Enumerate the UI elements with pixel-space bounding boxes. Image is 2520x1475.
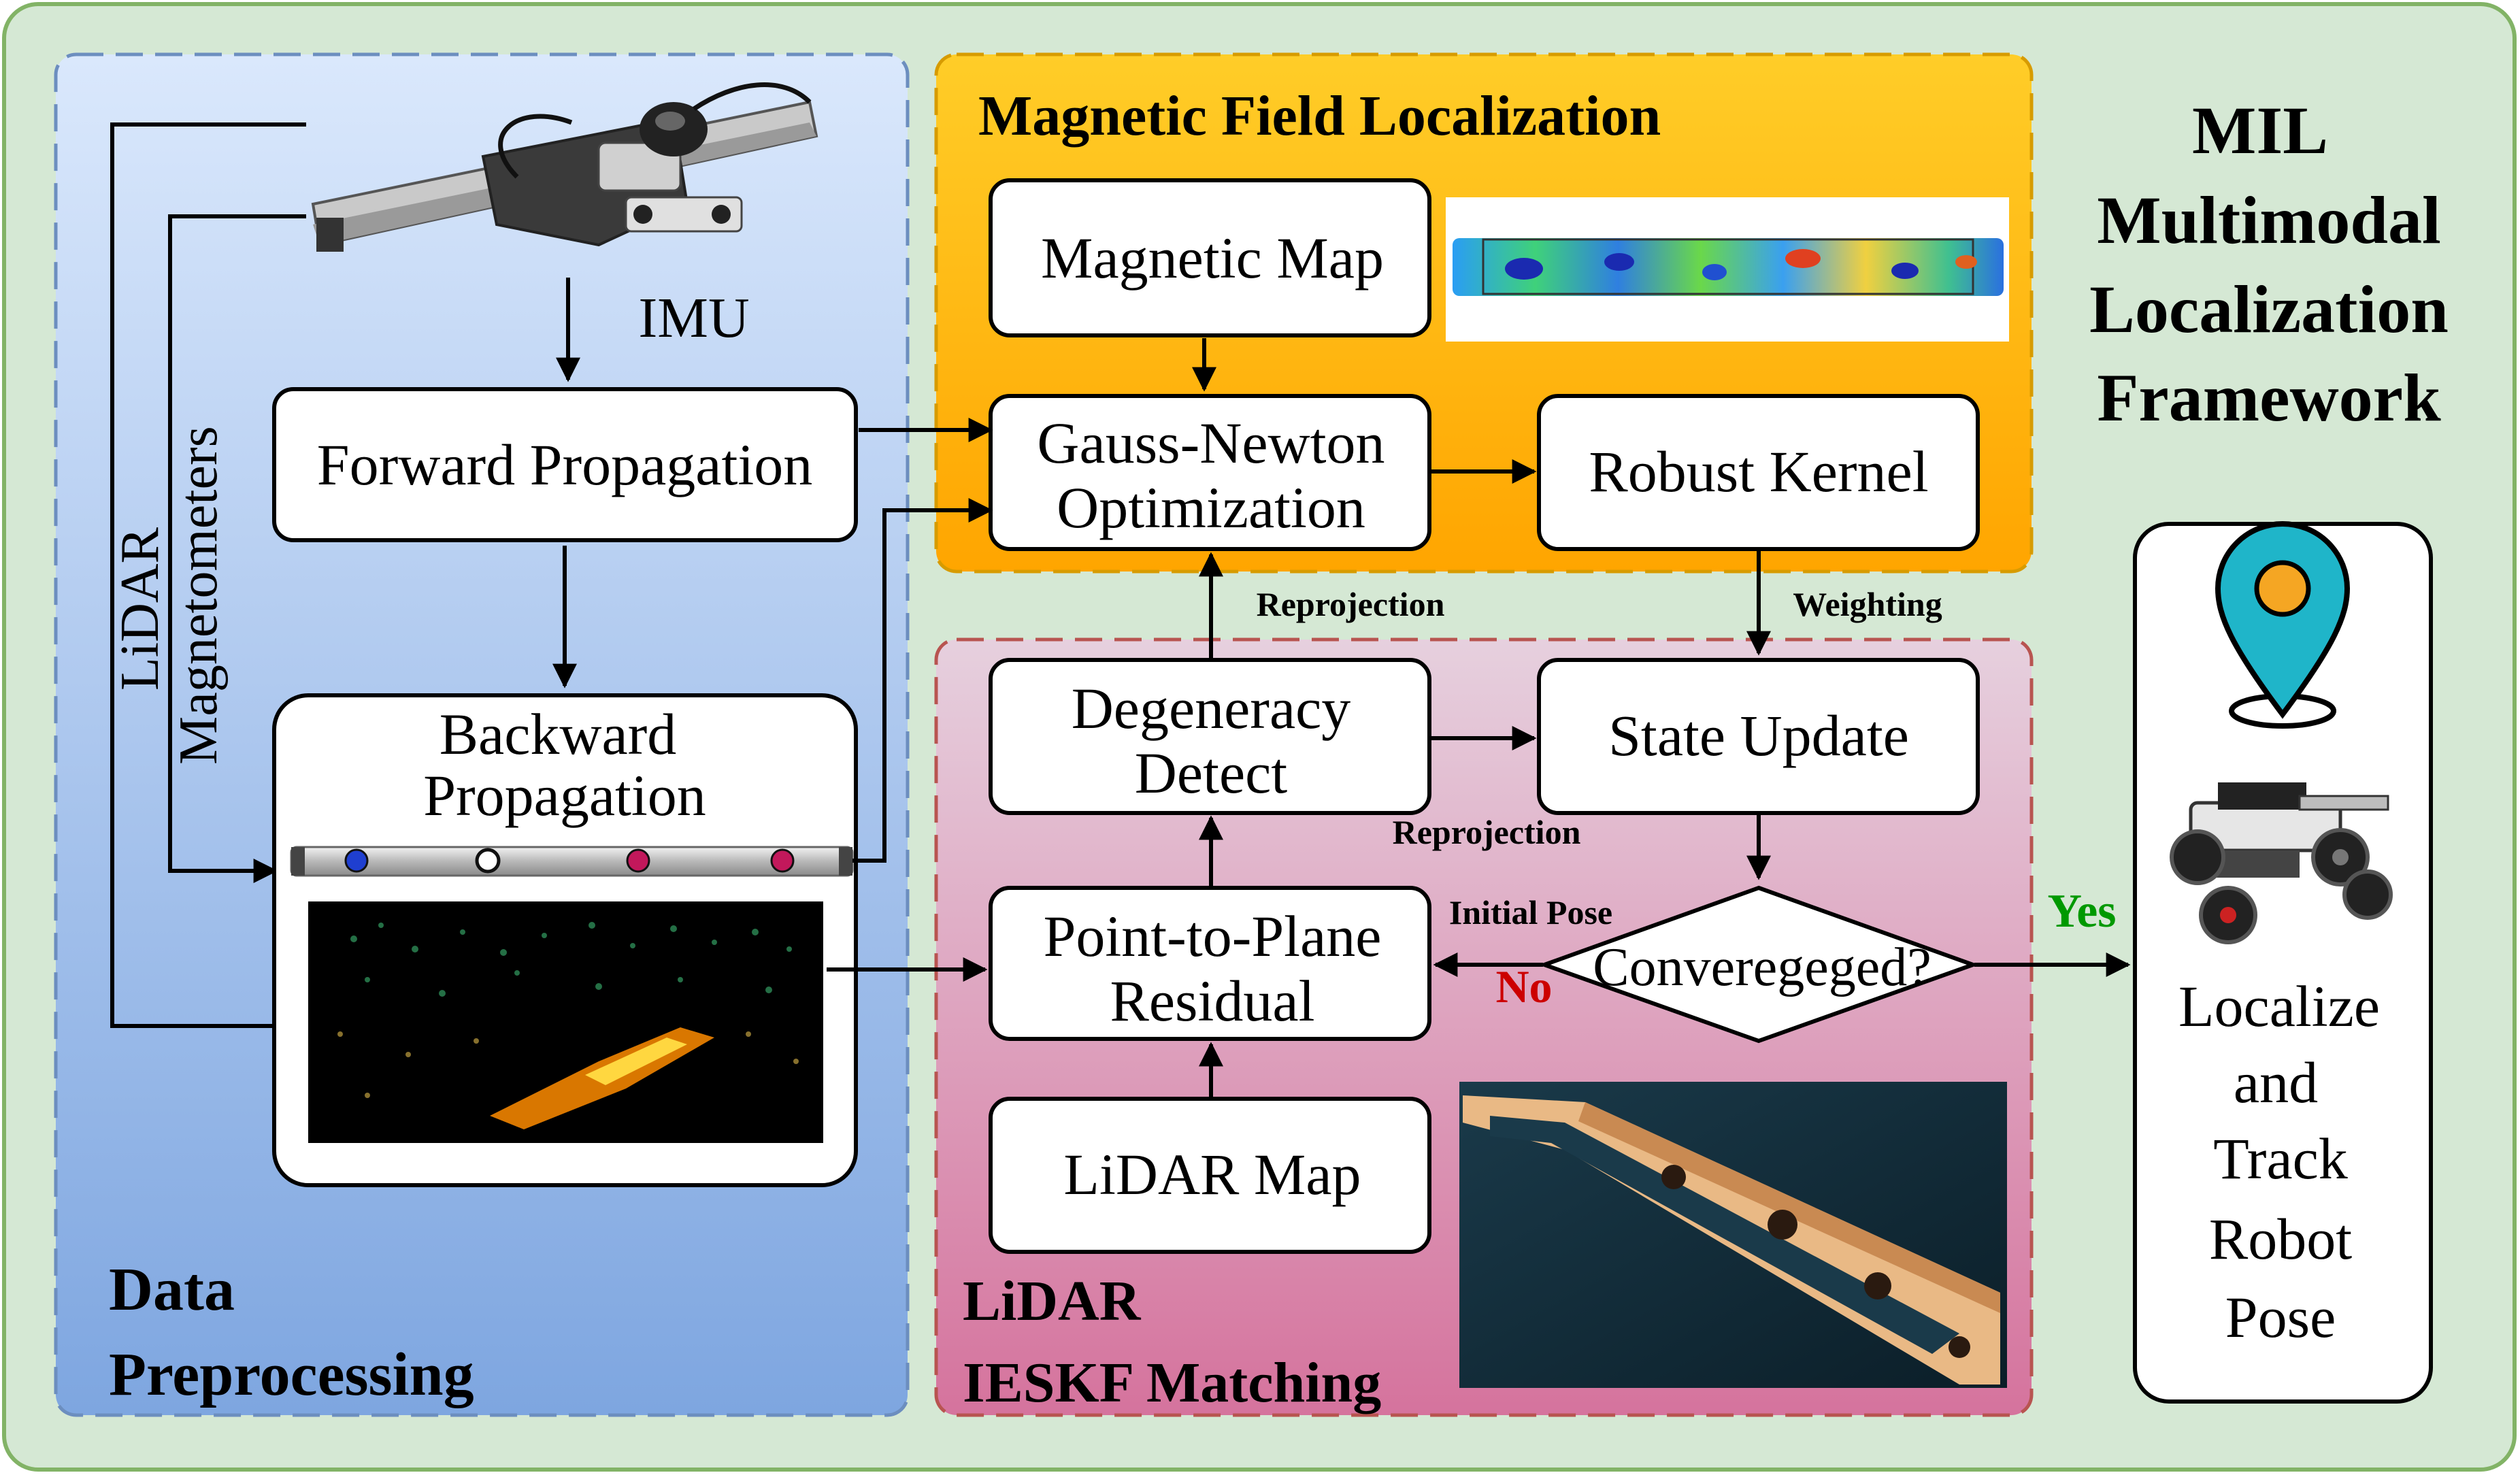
- reprojection-right-label: Reprojection: [1393, 813, 1581, 851]
- lidar-matching-title-line-1: LiDAR: [963, 1270, 1142, 1333]
- robust-kernel-label: Robust Kernel: [1589, 439, 1928, 504]
- lidar-matching-title-line-2: IESKF Matching: [963, 1351, 1381, 1414]
- robot-image: [2170, 782, 2393, 944]
- framework-title-line-1: MIL: [2192, 93, 2328, 168]
- forward-propagation-box: Forward Propagation: [272, 387, 858, 542]
- no-label: No: [1495, 961, 1552, 1012]
- magnetic-heatmap-image: [1446, 197, 2009, 342]
- point-cloud-image: [308, 901, 823, 1143]
- magnetic-map-box: Magnetic Map: [989, 178, 1431, 337]
- yes-label: Yes: [2047, 885, 2116, 938]
- lidar-label: LiDAR: [110, 527, 170, 691]
- framework-title-line-3: Localization: [2089, 271, 2449, 347]
- magnetometer-bar-icon: [290, 846, 854, 877]
- magnetometers-label: Magnetometers: [169, 426, 229, 765]
- magnetometer-to-gauss-arrow: [852, 498, 993, 863]
- initial-pose-label: Initial Pose: [1449, 893, 1612, 931]
- magnetic-localization-title: Magnetic Field Localization: [978, 84, 1661, 148]
- output-line-1: Localize: [2178, 974, 2380, 1039]
- magnetometer-feed-line: [168, 214, 306, 883]
- gauss-newton-line-1: Gauss-Newton: [1037, 410, 1385, 476]
- point-to-plane-box: Point-to-Plane Residual: [989, 886, 1431, 1041]
- output-line-4: Robot: [2209, 1206, 2352, 1272]
- point-to-plane-line-1: Point-to-Plane: [1044, 904, 1382, 969]
- sensor-device-image: [311, 82, 818, 252]
- converged-decision: Converegeged?: [1538, 885, 1979, 1044]
- degeneracy-line-1: Degeneracy: [1072, 676, 1351, 741]
- backward-propagation-line-1: Backward: [440, 701, 677, 767]
- output-line-5: Pose: [2225, 1285, 2336, 1350]
- location-pin-icon: [2215, 521, 2351, 729]
- lidar-map-3d-image: [1459, 1082, 2007, 1388]
- data-preprocessing-title-line-1: Data: [109, 1256, 235, 1323]
- reprojection-up-label: Reprojection: [1257, 585, 1445, 623]
- point-to-plane-line-2: Residual: [1110, 968, 1315, 1033]
- state-update-box: State Update: [1537, 658, 1980, 815]
- lidar-map-box: LiDAR Map: [989, 1097, 1431, 1254]
- gauss-newton-line-2: Optimization: [1057, 475, 1365, 540]
- lidar-feed-line: [110, 122, 306, 1038]
- magnetic-map-label: Magnetic Map: [1041, 225, 1384, 291]
- converged-label: Converegeged?: [1593, 938, 1932, 997]
- degeneracy-detect-box: Degeneracy Detect: [989, 658, 1431, 815]
- framework-title-line-4: Framework: [2097, 360, 2441, 435]
- gauss-newton-box: Gauss-Newton Optimization: [989, 394, 1431, 551]
- forward-propagation-label: Forward Propagation: [317, 432, 812, 497]
- robust-kernel-box: Robust Kernel: [1537, 394, 1980, 551]
- output-line-2: and: [2234, 1050, 2318, 1115]
- data-preprocessing-title-line-2: Preprocessing: [109, 1341, 474, 1408]
- weighting-label: Weighting: [1793, 585, 1942, 623]
- state-update-label: State Update: [1608, 703, 1909, 768]
- degeneracy-line-2: Detect: [1135, 740, 1288, 806]
- framework-title-line-2: Multimodal: [2097, 182, 2441, 258]
- imu-label: IMU: [638, 286, 749, 350]
- backward-propagation-line-2: Propagation: [423, 763, 706, 828]
- lidar-map-label: LiDAR Map: [1063, 1142, 1361, 1207]
- output-line-3: Track: [2213, 1126, 2348, 1191]
